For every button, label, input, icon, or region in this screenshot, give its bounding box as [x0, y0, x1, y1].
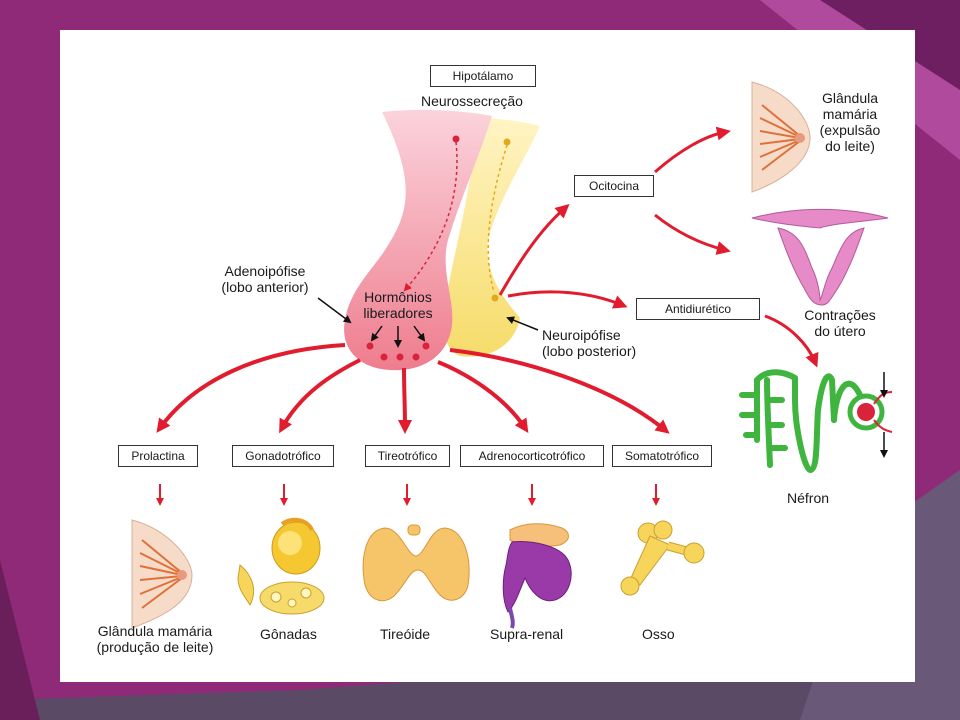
adrenal-kidney-icon — [502, 523, 572, 629]
somatotropic-box: Somatotrófico — [612, 445, 712, 467]
thyroid-label: Tireóide — [380, 626, 431, 642]
anterior-lobe — [344, 109, 492, 371]
posterior-lobe — [443, 118, 540, 357]
hypothalamus-box: Hipotálamo — [430, 65, 536, 87]
neurohypophysis-line-2: (lobo posterior) — [542, 343, 637, 359]
adrenocorticotropic-box: Adrenocorticotrófico — [460, 445, 604, 467]
uterus-icon — [751, 208, 889, 306]
antidiuretic-box: Antidiurético — [636, 298, 760, 320]
adenohypophysis-line-2: (lobo anterior) — [221, 279, 309, 295]
neurosecretion-label: Neurossecreção — [421, 93, 523, 109]
gonads-label: Gônadas — [260, 626, 317, 642]
gonadotropic-label: Gonadotrófico — [245, 449, 321, 463]
released-hormones-line-1: Hormônios — [364, 289, 432, 305]
mammary-gland-icon — [751, 81, 811, 193]
mammary-expulsion-line-3: (expulsão — [819, 122, 881, 138]
mammary-production-line-2: (produção de leite) — [96, 639, 214, 655]
mammary-gland-icon — [131, 519, 193, 629]
nephron-label: Néfron — [787, 490, 830, 506]
oxytocin-box: Ocitocina — [574, 175, 654, 197]
adrenal-label: Supra-renal — [490, 626, 564, 642]
uterus-line-2: do útero — [814, 323, 866, 339]
released-hormones-label: Hormônios liberadores — [350, 289, 446, 321]
uterus-line-1: Contrações — [804, 307, 876, 323]
nephron-icon — [739, 369, 885, 474]
thyrotropic-box: Tireotrófico — [365, 445, 450, 467]
adenohypophysis-line-1: Adenoipófise — [224, 263, 306, 279]
antidiuretic-label: Antidiurético — [664, 302, 732, 316]
mammary-expulsion-line-1: Glândula — [821, 90, 879, 106]
neurohypophysis-line-1: Neuroipófise — [542, 327, 621, 343]
mammary-production-label: Glândula mamária (produção de leite) — [75, 623, 235, 655]
thyrotropic-label: Tireotrófico — [377, 449, 438, 463]
released-hormones-line-2: liberadores — [363, 305, 433, 321]
mammary-expulsion-line-4: do leite) — [825, 138, 875, 154]
oxytocin-label: Ocitocina — [588, 179, 640, 193]
gonadotropic-box: Gonadotrófico — [232, 445, 334, 467]
mammary-expulsion-line-2: mamária — [822, 106, 878, 122]
neurohypophysis-label: Neuroipófise (lobo posterior) — [542, 327, 636, 359]
hypothalamus-label: Hipotálamo — [452, 69, 514, 83]
prolactin-label: Prolactina — [131, 449, 185, 463]
adenohypophysis-label: Adenoipófise (lobo anterior) — [205, 263, 325, 295]
mammary-expulsion-label: Glândula mamária (expulsão do leite) — [810, 90, 890, 154]
uterus-label: Contrações do útero — [790, 307, 890, 339]
prolactin-box: Prolactina — [118, 445, 198, 467]
thyroid-icon — [362, 524, 470, 602]
somatotropic-label: Somatotrófico — [624, 449, 700, 463]
adrenocorticotropic-label: Adrenocorticotrófico — [478, 449, 586, 463]
bone-label: Osso — [642, 626, 675, 642]
gonads-icon — [237, 517, 325, 615]
bone-icon — [620, 520, 705, 596]
mammary-production-line-1: Glândula mamária — [97, 623, 213, 639]
